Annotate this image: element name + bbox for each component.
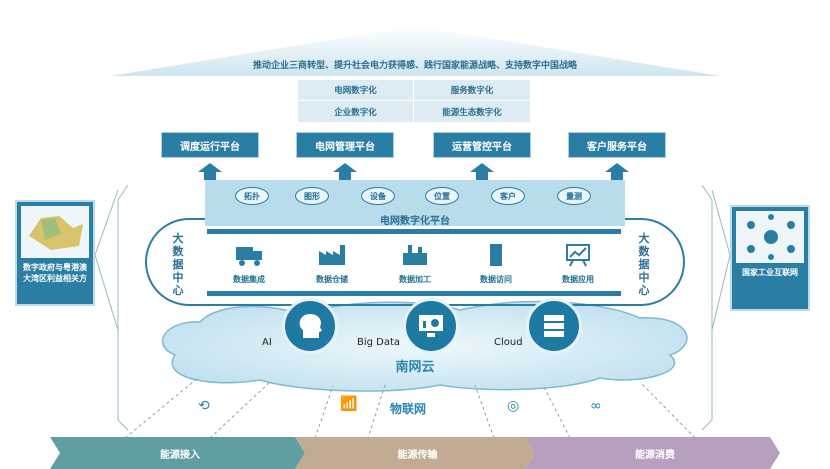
platform-grid-management: 电网管理平台 — [296, 132, 394, 158]
building-icon — [490, 244, 502, 266]
data-center-label-right: 大数据中心 — [638, 232, 650, 297]
right-bracket — [701, 184, 713, 431]
platform-operations: 运营管控平台 — [433, 132, 531, 158]
grid-platform-label: 电网数字化平台 — [380, 216, 450, 227]
module-application: 数据应用 — [543, 243, 613, 285]
cloud-label: 南网云 — [395, 360, 435, 375]
server-icon — [526, 298, 582, 354]
plant-icon — [403, 245, 427, 265]
module-processing: 数据加工 — [380, 243, 450, 285]
ai-icon — [282, 298, 338, 354]
antenna-icon: 📶 — [340, 396, 358, 412]
digitalization-item: 电网数字化 — [298, 80, 414, 101]
chevron-energy-consumption: 能源消费 — [635, 449, 675, 461]
data-center-label-left: 大数据中心 — [172, 232, 184, 297]
node-graphics: 图形 — [295, 187, 329, 205]
chevron-access-shape — [50, 437, 305, 469]
tech-label-big-data: Big Data — [357, 337, 401, 348]
up-arrows — [198, 163, 629, 180]
right-panel: 国家工业互联网 — [730, 205, 810, 311]
region-map-image — [21, 206, 89, 258]
module-label: 数据仓储 — [316, 275, 348, 284]
module-label: 数据访问 — [480, 275, 512, 284]
route-icon: ⟲ — [198, 398, 210, 414]
network-image — [736, 211, 804, 263]
module-integration: 数据集成 — [214, 243, 284, 285]
module-access: 数据访问 — [461, 243, 531, 285]
module-label: 数据集成 — [233, 275, 265, 284]
node-equipment: 设备 — [361, 187, 395, 205]
platform-dispatch: 调度运行平台 — [161, 132, 259, 158]
left-bracket — [117, 184, 129, 431]
strategic-goal: 推动企业三商转型、提升社会电力获得感、践行国家能源战略、支持数字中国战略 — [252, 61, 577, 71]
module-warehouse: 数据仓储 — [297, 243, 367, 285]
presentation-chart-icon — [566, 244, 590, 267]
digitalization-grid: 电网数字化 服务数字化 企业数字化 能源生态数字化 — [298, 80, 530, 122]
node-location: 位置 — [425, 187, 459, 205]
digitalization-item: 能源生态数字化 — [442, 107, 502, 118]
chevron-consumption-shape — [525, 437, 780, 469]
node-measurement: 量测 — [557, 187, 591, 205]
truck-icon — [236, 247, 262, 266]
chevron-transmission-shape — [295, 437, 535, 469]
iot-label: 物联网 — [390, 402, 427, 416]
gauge-icon: ◎ — [507, 398, 520, 414]
module-label: 数据加工 — [399, 275, 431, 284]
data-bar-top — [207, 229, 621, 234]
grid-digital-platform — [205, 180, 625, 226]
left-panel-text: 数字政府与粤港澳大湾区利益相关方 — [23, 263, 87, 283]
right-panel-text: 国家工业互联网 — [742, 268, 798, 277]
module-label: 数据应用 — [562, 275, 594, 284]
iot-connectors — [124, 377, 696, 439]
node-topology: 拓扑 — [235, 187, 269, 205]
digitalization-item: 服务数字化 — [414, 80, 530, 101]
big-data-icon — [403, 298, 459, 354]
node-customer: 客户 — [491, 187, 525, 205]
left-panel: 数字政府与粤港澳大湾区利益相关方 — [15, 200, 95, 306]
chevron-energy-access: 能源接入 — [160, 449, 200, 461]
tech-label-cloud: Cloud — [494, 337, 523, 348]
tech-label-ai: AI — [262, 337, 272, 348]
connection-icon: ∞ — [590, 398, 602, 414]
platform-customer-service: 客户服务平台 — [568, 132, 666, 158]
data-bar-bottom — [207, 291, 621, 296]
factory-icon — [319, 245, 345, 265]
digitalization-item: 企业数字化 — [298, 101, 414, 122]
chevron-energy-transmission: 能源传输 — [397, 449, 438, 461]
roof-triangle — [110, 26, 720, 76]
